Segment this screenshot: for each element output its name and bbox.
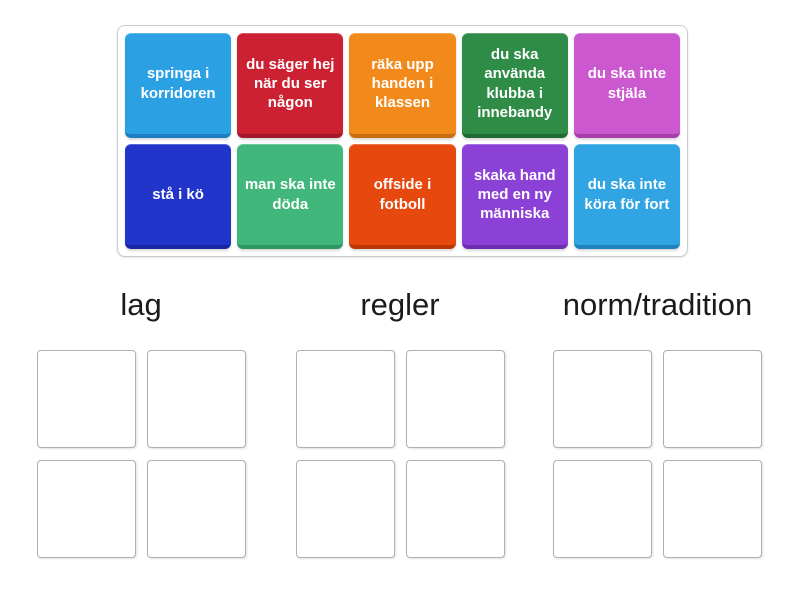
drop-slot[interactable] [36,460,136,558]
draggable-tile[interactable]: du ska inte stjäla [573,33,680,138]
slot-grid [550,350,765,558]
draggable-tile[interactable]: du säger hej när du ser någon [237,33,344,138]
drop-slot[interactable] [146,350,246,448]
drop-slot[interactable] [405,350,505,448]
draggable-tile[interactable]: offside i fotboll [349,144,456,249]
group-header: regler [360,287,440,322]
drop-slot[interactable] [553,460,652,558]
drop-slot[interactable] [405,460,505,558]
drop-slot[interactable] [146,460,246,558]
group-header: lag [120,287,162,322]
drop-slot[interactable] [295,350,395,448]
slot-grid [36,350,246,558]
draggable-tile[interactable]: springa i korridoren [125,33,232,138]
drop-slot[interactable] [36,350,136,448]
group-norm-tradition: norm/tradition [550,286,765,558]
draggable-tile[interactable]: skaka hand med en ny människa [461,144,568,249]
drop-slot[interactable] [663,350,762,448]
tile-tray: springa i korridoren du säger hej när du… [117,25,688,257]
group-regler: regler [294,286,506,558]
draggable-tile[interactable]: du ska inte köra för fort [573,144,680,249]
group-header: norm/tradition [562,287,753,322]
draggable-tile[interactable]: räka upp handen i klassen [349,33,456,138]
draggable-tile[interactable]: du ska använda klubba i innebandy [461,33,568,138]
group-lag: lag [36,286,246,558]
draggable-tile[interactable]: stå i kö [125,144,232,249]
drop-slot[interactable] [553,350,652,448]
drop-slot[interactable] [295,460,395,558]
draggable-tile[interactable]: man ska inte döda [237,144,344,249]
drop-slot[interactable] [663,460,762,558]
slot-grid [294,350,506,558]
